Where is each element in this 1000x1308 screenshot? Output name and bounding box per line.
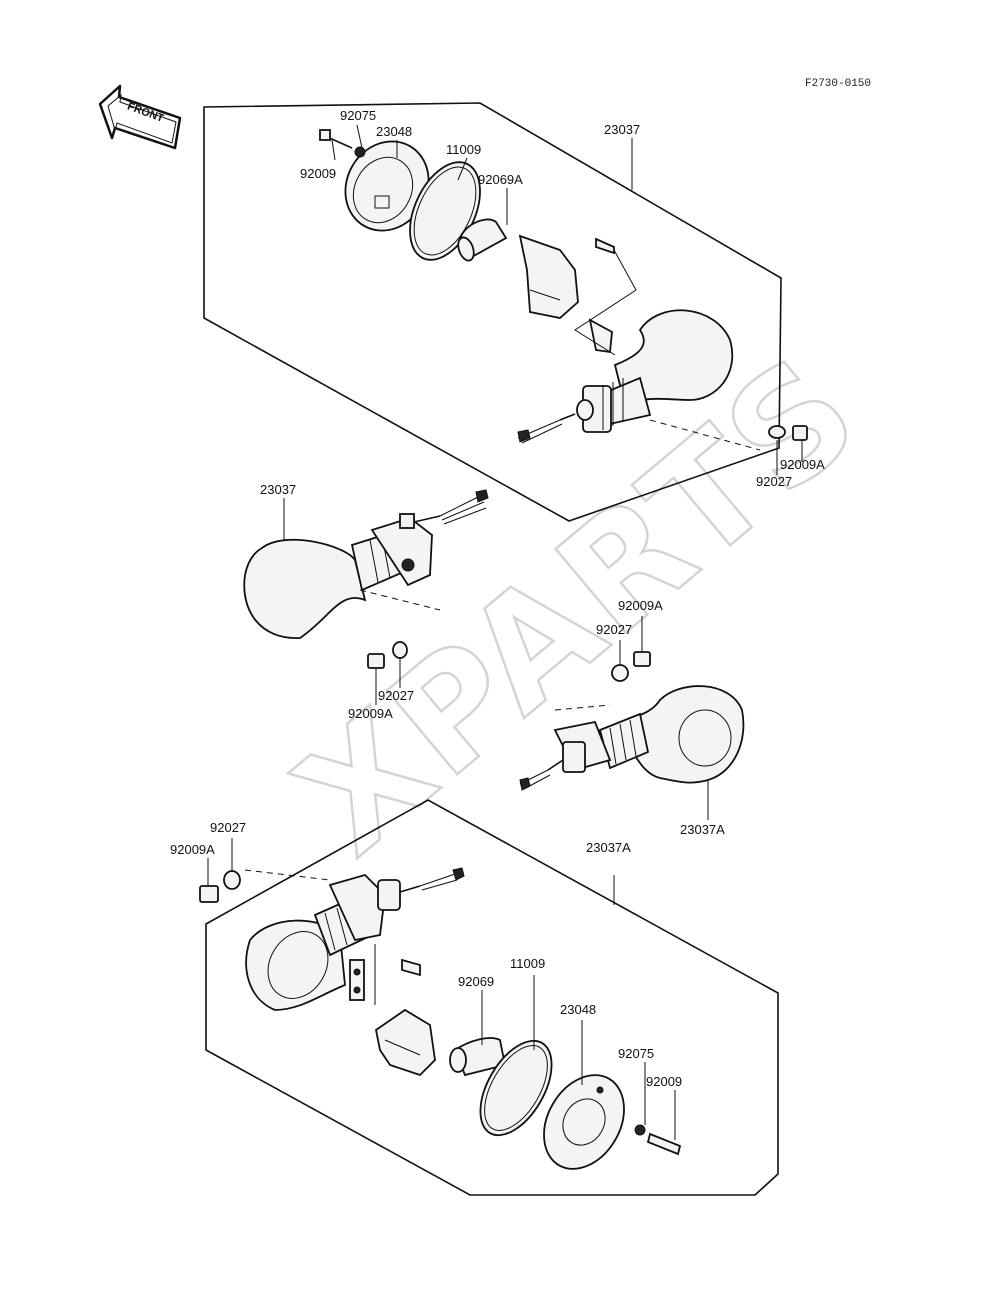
label-23037A-mid: 23037A (680, 822, 725, 837)
mid-right-nut-bolt (611, 651, 651, 682)
top-turn-signal-lamp (517, 309, 761, 451)
label-92069A-top: 92069A (478, 172, 523, 187)
label-92009A-l2: 92009A (170, 842, 215, 857)
top-assembly-frame (203, 102, 782, 522)
bottom-socket-bracket (349, 944, 436, 1077)
right-turn-signal-lamp-amber (519, 685, 745, 791)
top-nut-bolt (768, 425, 808, 441)
top-bulb (457, 218, 508, 262)
label-92009-top: 92009 (300, 166, 336, 181)
label-23037-mid: 23037 (260, 482, 296, 497)
label-92069-bot: 92069 (458, 974, 494, 989)
label-23048-bot: 23048 (560, 1002, 596, 1017)
label-92009A-r2: 92009A (618, 598, 663, 613)
top-bulb-housing (319, 129, 430, 232)
label-92009A-l1: 92009A (348, 706, 393, 721)
bottom-assembly-frame (205, 799, 779, 1196)
front-arrow-icon: FRONT (98, 84, 182, 150)
label-23037-top: 23037 (604, 122, 640, 137)
label-92027-l1: 92027 (378, 688, 414, 703)
label-92027-r1: 92027 (756, 474, 792, 489)
top-socket-bracket (518, 234, 637, 356)
label-11009-bot: 11009 (510, 956, 545, 971)
bottom-turn-signal-housing (245, 867, 465, 1011)
label-92027-l2: 92027 (210, 820, 246, 835)
label-92075-top: 92075 (340, 108, 376, 123)
label-92009-bot: 92009 (646, 1074, 682, 1089)
label-92075-bot: 92075 (618, 1046, 654, 1061)
bottom-ring-gasket (479, 1039, 553, 1137)
reference-code: F2730-0150 (805, 78, 871, 90)
label-23048-top: 23048 (376, 124, 412, 139)
bottom-lens-cover (543, 1074, 625, 1170)
bottom-left-nut-bolt (199, 870, 241, 903)
label-11009-top: 11009 (446, 142, 481, 157)
left-turn-signal-lamp (243, 489, 489, 639)
label-23037A-bot: 23037A (586, 840, 631, 855)
label-92027-r2: 92027 (596, 622, 632, 637)
label-92009A-r1: 92009A (780, 457, 825, 472)
bottom-screw (634, 1124, 682, 1156)
